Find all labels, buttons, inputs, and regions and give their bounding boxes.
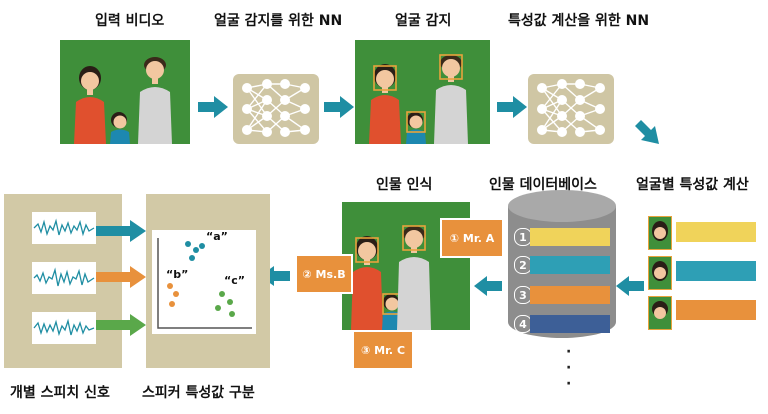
input-video-label: 입력 비디오 [95,13,165,29]
face-features-label: 얼굴별 특성값 계산 [636,177,749,193]
person-db-label: 인물 데이터베이스 [489,177,597,193]
feature-bar-2 [676,261,756,281]
scatter-label-a: “a” [206,230,228,243]
face-nn-box [233,74,319,144]
arrow-left-icon [474,276,502,296]
face-detect-label: 얼굴 감지 [395,13,452,29]
waveform-icon [33,318,95,337]
db-row-1 [530,228,610,246]
speaker-features-label: 스피커 특성값 구분 [142,385,255,401]
family-detected-illustration [369,54,468,144]
feature-nn-label: 특성값 계산을 위한 NN [508,13,650,29]
arrow-right-icon [324,96,354,118]
face-thumb-man [648,296,672,330]
db-row-3 [530,286,610,304]
speech-waveform-1 [32,212,96,244]
speech-waveform-2 [32,262,96,294]
tag-mr-a: ① Mr. A [440,218,504,258]
arrow-right-icon [198,96,228,118]
scatter-plot: “a” “b” “c” [152,230,256,334]
person-recog-scene [342,202,470,330]
scatter-plot-svg [157,238,252,329]
scatter-label-b: “b” [166,268,189,281]
scatter-label-c: “c” [224,274,245,287]
family-recognized-illustration [351,225,431,330]
person-recog-label: 인물 인식 [376,177,433,193]
arrow-right-icon [497,96,527,118]
feature-nn-box [528,74,614,144]
arrow-green-icon [96,314,146,336]
speech-waveform-3 [32,312,96,344]
continuation-dot: · [566,360,572,376]
waveform-icon [33,218,95,237]
input-video-scene [60,40,190,144]
tag-mr-c: ③ Mr. C [352,330,414,370]
continuation-dot: · [566,376,572,392]
individual-speech-label: 개별 스피치 신호 [10,385,110,401]
neural-network-icon [242,79,310,137]
feature-bar-3 [676,300,756,320]
arrow-left-icon [616,276,644,296]
db-row-4 [530,315,610,333]
speaker-feature-panel: “a” “b” “c” [146,194,270,368]
face-nn-label: 얼굴 감지를 위한 NN [214,13,343,29]
family-illustration [74,57,172,144]
neural-network-icon [537,79,605,137]
feature-bar-1 [676,222,756,242]
arrow-orange-icon [96,266,146,288]
face-thumb-child [648,256,672,290]
face-thumb-woman [648,216,672,250]
continuation-dot: · [566,344,572,360]
waveform-icon [33,267,95,287]
db-row-2 [530,256,610,274]
tag-ms-b: ② Ms.B [295,254,353,294]
person-database: 1 2 3 4 [508,190,616,340]
face-detect-scene [355,40,490,144]
arrow-down-right-icon [635,120,659,144]
arrow-teal-icon [96,220,146,242]
